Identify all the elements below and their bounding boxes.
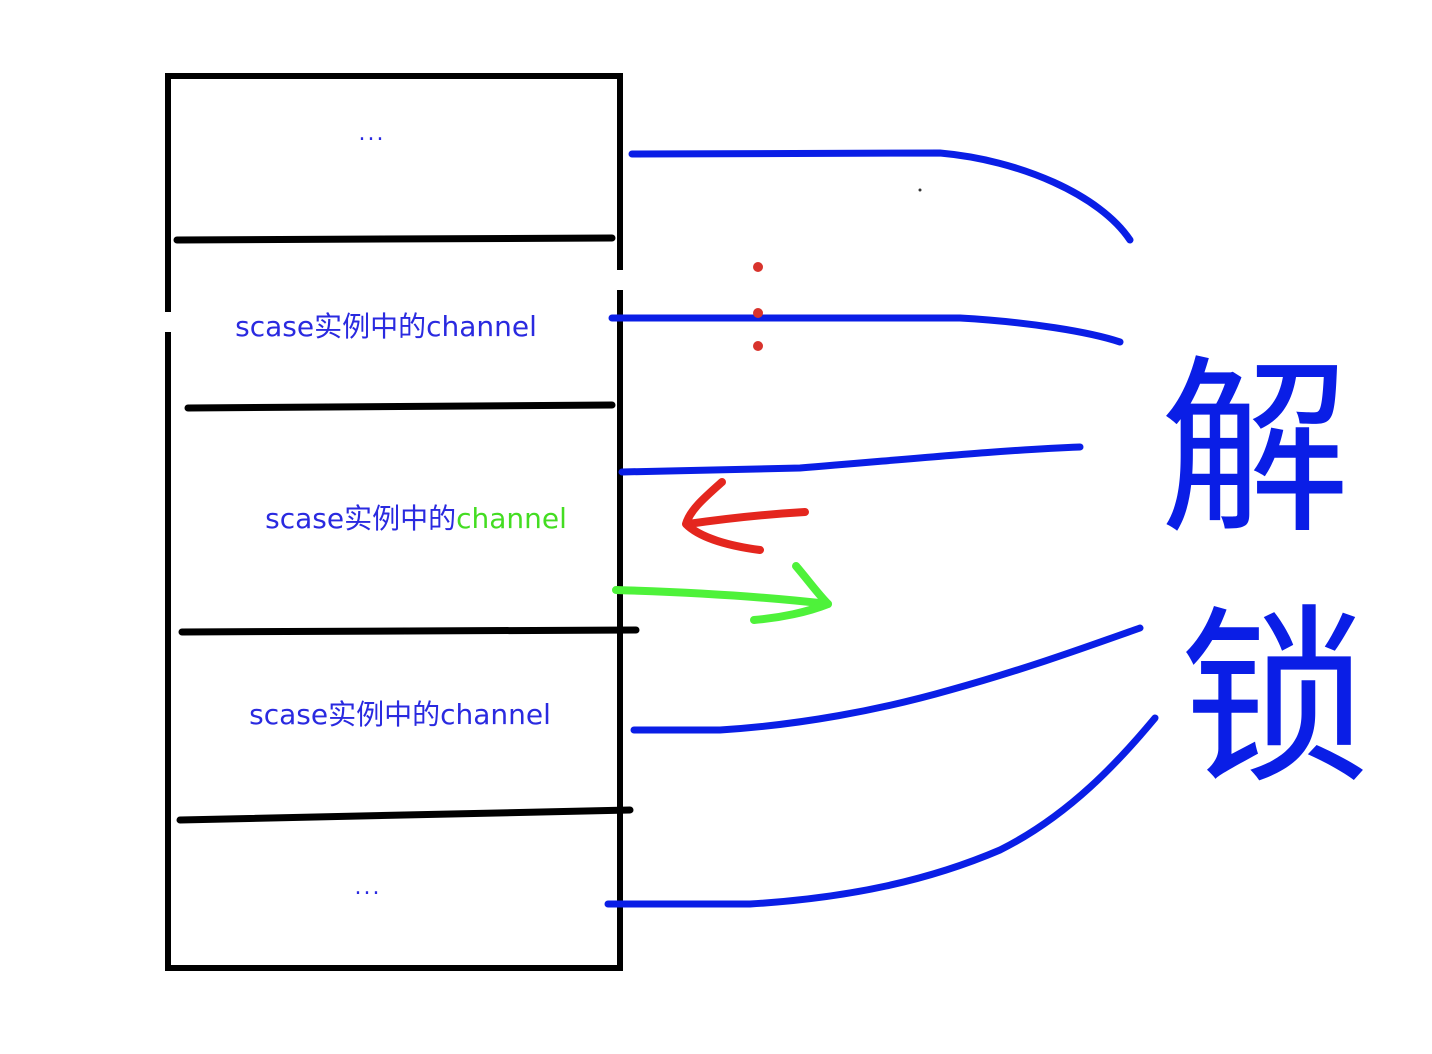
row-divider	[184, 401, 616, 412]
ellipsis-dot	[753, 308, 763, 318]
cell-text-ellipsis-bottom: ...	[355, 875, 382, 900]
cell-text-ellipsis-top: ...	[359, 121, 386, 146]
row-divider	[178, 626, 640, 636]
connector-line	[608, 314, 1124, 346]
scase-array-box	[165, 73, 623, 971]
channel-highlight: channel	[456, 502, 567, 535]
unlock-char-1: 解	[1160, 339, 1350, 560]
connector-line	[630, 624, 1144, 734]
cell-text-channel-3: scase实例中的channel	[249, 698, 551, 731]
ellipsis-dot	[753, 262, 763, 272]
row-divider	[176, 806, 634, 824]
arrow-in-shaft	[684, 508, 809, 528]
cell-text-channel-2: scase实例中的channel	[265, 502, 567, 535]
cell-text-channel-1: scase实例中的channel	[235, 310, 537, 343]
connector-line	[628, 149, 1134, 244]
row-divider	[173, 234, 616, 244]
connector-line	[618, 443, 1084, 476]
channel-prefix: scase实例中的	[265, 502, 456, 535]
arrow-in-head	[682, 478, 764, 554]
arrow-out-head	[750, 562, 832, 624]
unlock-char-2: 锁	[1180, 589, 1370, 810]
arrow-out-shaft	[612, 586, 832, 608]
connector-line	[604, 714, 1159, 908]
ellipsis-dot	[753, 341, 763, 351]
